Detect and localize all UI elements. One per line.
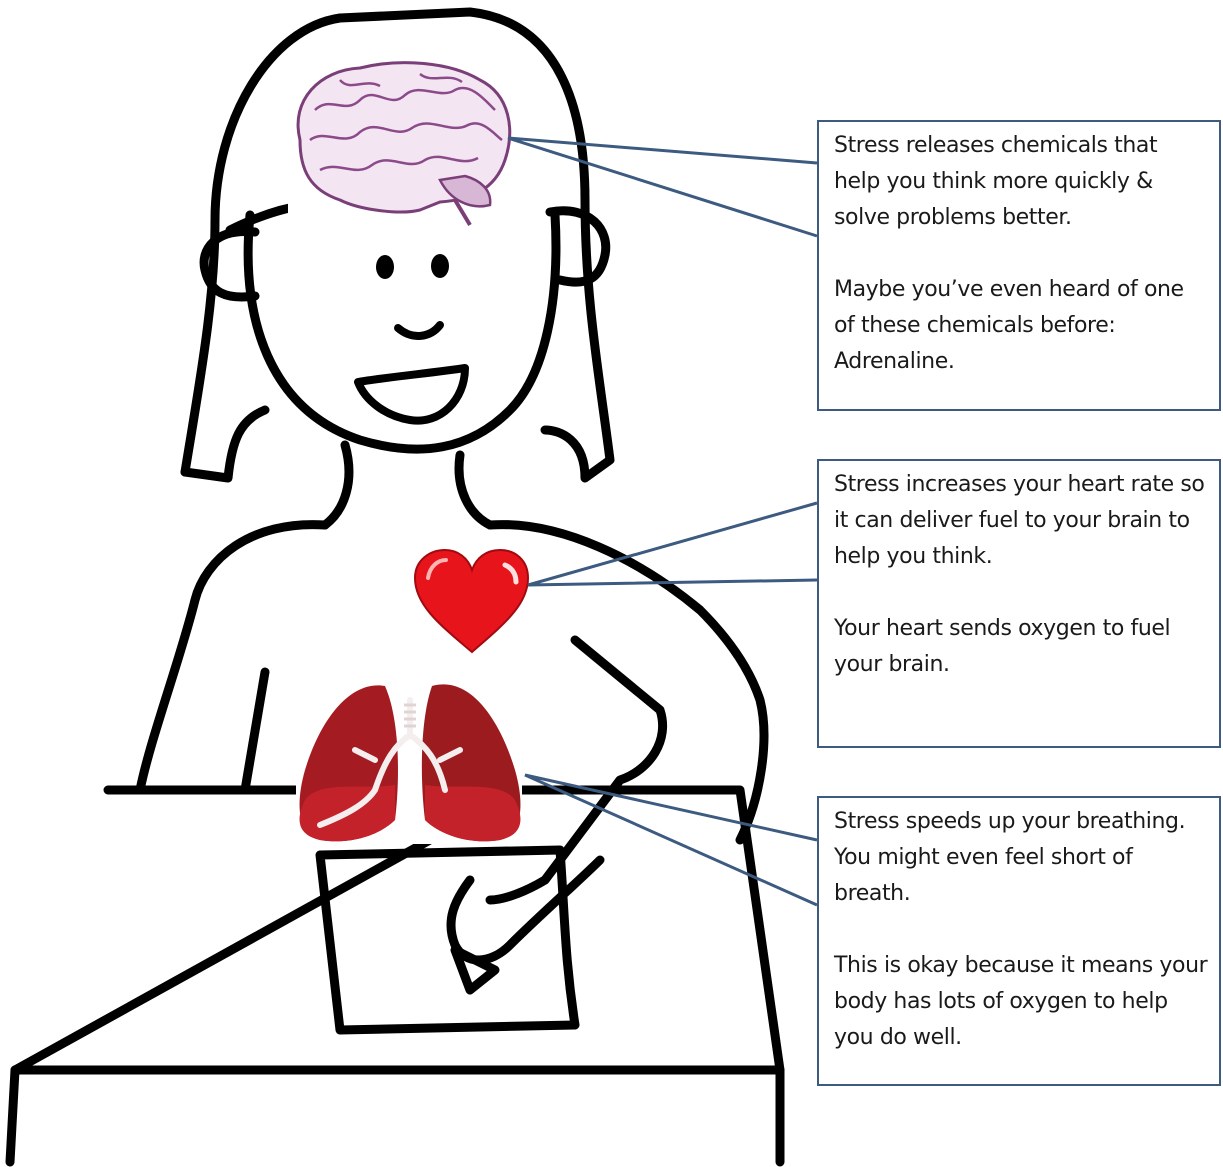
- brain-callout: Stress releases chemicals that help you …: [817, 120, 1221, 411]
- neck: [325, 445, 490, 525]
- desk-front: [10, 1070, 780, 1162]
- heart-callout: Stress increases your heart rate so it c…: [817, 459, 1221, 748]
- lungs-callout: Stress speeds up your breathing. You mig…: [817, 796, 1221, 1086]
- face-features: [358, 254, 465, 421]
- nose-smile: [398, 325, 440, 336]
- right-eye: [431, 254, 449, 278]
- left-eye: [376, 255, 394, 279]
- brain-callout-text-1: Stress releases chemicals that help you …: [834, 128, 1209, 236]
- heart-pointer: [528, 503, 817, 585]
- left-arm: [245, 672, 265, 790]
- heart-icon: [415, 550, 530, 655]
- brain-callout-text-2: Maybe you’ve even heard of one of these …: [834, 272, 1209, 380]
- heart-callout-text-2: Your heart sends oxygen to fuel your bra…: [834, 611, 1209, 683]
- hand: [451, 860, 600, 960]
- lungs-callout-text-1: Stress speeds up your breathing. You mig…: [834, 804, 1209, 912]
- mouth: [358, 368, 465, 421]
- lungs-icon: [296, 672, 522, 844]
- heart-callout-text-1: Stress increases your heart rate so it c…: [834, 467, 1209, 575]
- lungs-callout-text-2: This is okay because it means your body …: [834, 948, 1209, 1056]
- brain-icon: [288, 60, 513, 225]
